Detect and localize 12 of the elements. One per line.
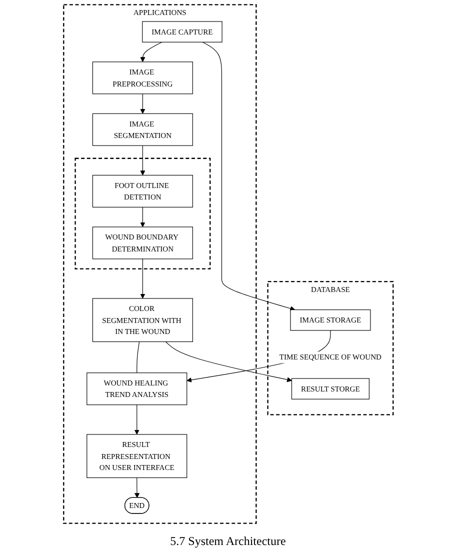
connector [136,341,140,374]
arrow [140,258,145,299]
figure-caption: 5.7 System Architecture [170,534,286,548]
arrow [140,42,162,62]
arrow [202,42,295,311]
arrow [134,404,140,435]
arrow [134,477,140,498]
arrow [140,94,145,114]
arrow [140,206,145,228]
arrow [165,341,292,382]
cluster [74,158,210,270]
arrow [140,145,145,176]
